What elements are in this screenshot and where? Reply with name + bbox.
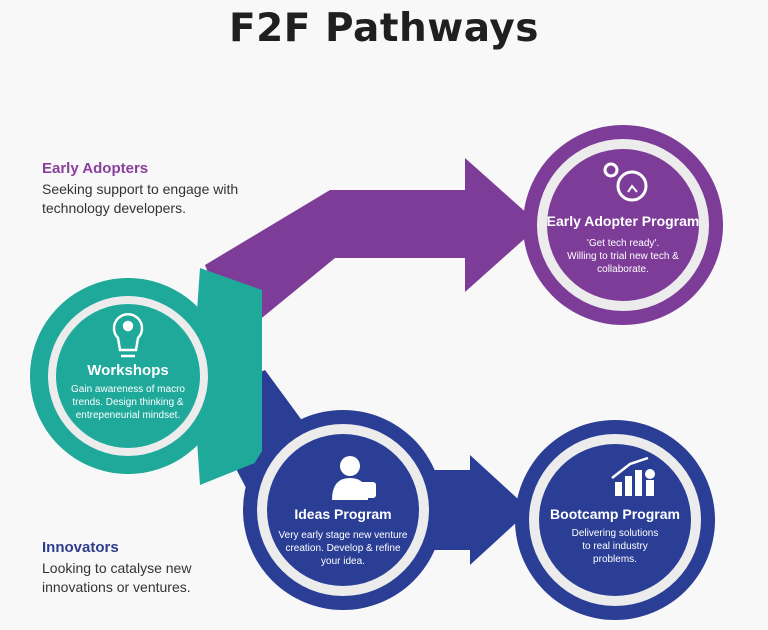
ideas-desc-line-3: your idea. — [321, 556, 365, 567]
early-adopter-title: Early Adopter Program — [547, 213, 700, 229]
early-adopter-node[interactable] — [523, 125, 723, 325]
purple-pathway-arrow — [205, 158, 540, 340]
navy-arrow-ideas-to-bootcamp — [410, 455, 530, 565]
bootcamp-desc-line-1: Delivering solutions — [572, 528, 659, 539]
bootcamp-title: Bootcamp Program — [550, 506, 680, 522]
innovators-label: Innovators Looking to catalyse new innov… — [42, 539, 252, 597]
workshops-desc-line-3: entrepeneurial mindset. — [76, 410, 181, 421]
workshops-desc-line-2: trends. Design thinking & — [72, 397, 184, 408]
bootcamp-desc-line-2: to real industry — [582, 541, 648, 552]
ideas-desc-line-2: creation. Develop & refine — [285, 543, 401, 554]
workshops-node[interactable] — [30, 278, 226, 474]
ideas-node[interactable] — [243, 410, 443, 610]
early-adopter-desc-line-1: 'Get tech ready'. — [587, 238, 659, 249]
growth-chart-icon — [611, 456, 655, 496]
early-adopters-label: Early Adopters Seeking support to engage… — [42, 160, 252, 218]
innovators-heading: Innovators — [42, 539, 119, 556]
workshops-title: Workshops — [87, 362, 168, 379]
person-puzzle-icon — [332, 456, 376, 500]
bootcamp-desc-line-3: problems. — [593, 554, 637, 565]
early-adopters-heading: Early Adopters — [42, 160, 149, 177]
page-title: F2F Pathways — [228, 6, 540, 51]
lightbulb-person-icon — [112, 312, 144, 358]
early-adopter-desc-line-3: collaborate. — [597, 264, 649, 275]
workshops-hexagon — [195, 268, 262, 485]
early-adopter-desc-line-2: Willing to trial new tech & — [567, 251, 679, 262]
early-adopters-description: Seeking support to engage with technolog… — [42, 181, 239, 216]
workshops-desc-line-1: Gain awareness of macro — [71, 384, 185, 395]
gear-runner-icon — [603, 162, 648, 202]
innovators-description: Looking to catalyse new innovations or v… — [42, 560, 192, 595]
ideas-title: Ideas Program — [294, 506, 391, 522]
ideas-desc-line-1: Very early stage new venture — [279, 530, 408, 541]
